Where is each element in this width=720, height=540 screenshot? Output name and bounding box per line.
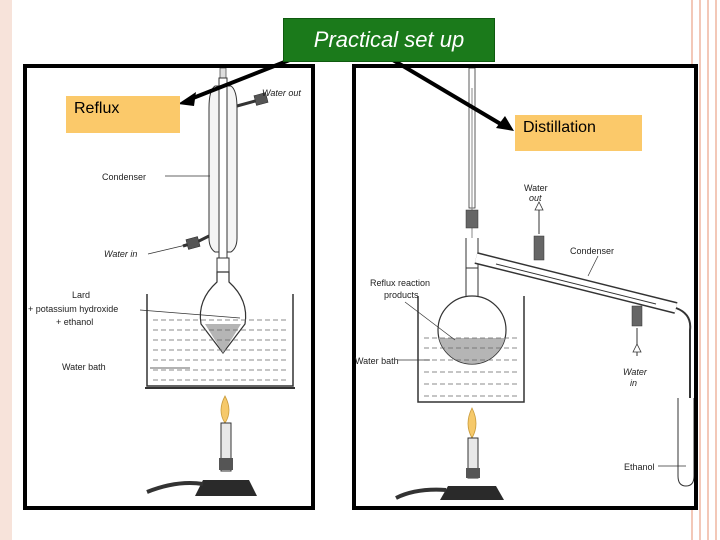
distil-water-bath-label: Water bath [355,356,399,366]
arrow-to-reflux-head [178,92,196,106]
reflux-label-box: Reflux [66,96,180,133]
distil-water-in-label-1: Water [623,367,648,377]
distil-condenser-label: Condenser [570,246,614,256]
distil-products-label-1: Reflux reaction [370,278,430,288]
mixture-leader-line [139,309,241,319]
page-title: Practical set up [313,27,465,52]
reflux-condenser-label: Condenser [102,172,146,182]
reflux-mixture-line3: + ethanol [56,317,93,327]
reflux-label: Reflux [74,100,120,117]
distillation-apparatus-diagram [395,67,695,500]
arrow-to-distillation [374,48,506,128]
left-border-strip [0,0,12,540]
reflux-water-out-label: Water out [262,88,301,98]
right-condenser-leader-line [587,255,599,277]
arrow-to-distillation-head [496,116,514,131]
reflux-water-in-label: Water in [104,249,137,259]
products-leader-line [404,301,456,341]
distil-water-out-label-1: Water [524,183,548,193]
distillation-label-box: Distillation [515,115,642,151]
reflux-mixture-line2: + potassium hydroxide [28,304,118,314]
distil-water-out-label-2: out [529,193,542,203]
distillation-label: Distillation [523,119,596,136]
reflux-panel [23,64,315,510]
title-box: Practical set up [283,18,495,62]
reflux-mixture-line1: Lard [72,290,90,300]
distil-ethanol-label: Ethanol [624,462,655,472]
water-in-leader-line [147,244,187,255]
distil-products-label-2: products [384,290,419,300]
reflux-apparatus-diagram [145,67,295,496]
distil-water-in-label-2: in [630,378,637,388]
reflux-water-bath-label: Water bath [62,362,106,372]
